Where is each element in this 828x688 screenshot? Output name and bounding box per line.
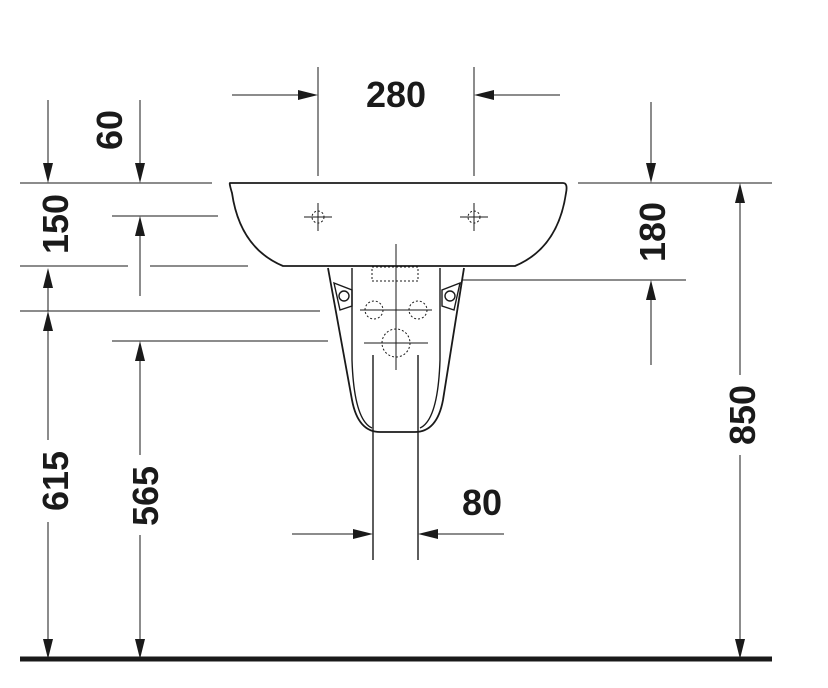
dimension-180: 180 — [632, 102, 673, 365]
fixing-screw-left-icon — [333, 281, 353, 311]
dimension-280: 280 — [232, 67, 560, 176]
dimension-60: 60 — [43, 100, 145, 183]
dimension-615: 615 — [35, 311, 76, 659]
dimension-850-label: 850 — [722, 385, 763, 445]
tap-hole-left-icon — [304, 203, 332, 231]
dimension-80: 80 — [292, 482, 504, 539]
dimension-850: 850 — [722, 183, 763, 659]
dimension-80-label: 80 — [462, 482, 502, 523]
basin-outline — [228, 182, 568, 267]
dimension-565: 565 — [125, 341, 166, 659]
waste-pipe — [372, 355, 419, 560]
dimension-565-label: 565 — [125, 466, 166, 526]
dimension-180-label: 180 — [632, 202, 673, 262]
dimension-150: 150 — [35, 194, 145, 311]
dimension-615-label: 615 — [35, 451, 76, 511]
tap-hole-right-icon — [460, 203, 488, 231]
dimension-150-label: 150 — [35, 194, 76, 254]
fixing-screw-right-icon — [441, 281, 461, 311]
pedestal-outline — [327, 244, 465, 433]
dimension-60-label: 60 — [89, 110, 130, 150]
dimension-280-label: 280 — [366, 74, 426, 115]
